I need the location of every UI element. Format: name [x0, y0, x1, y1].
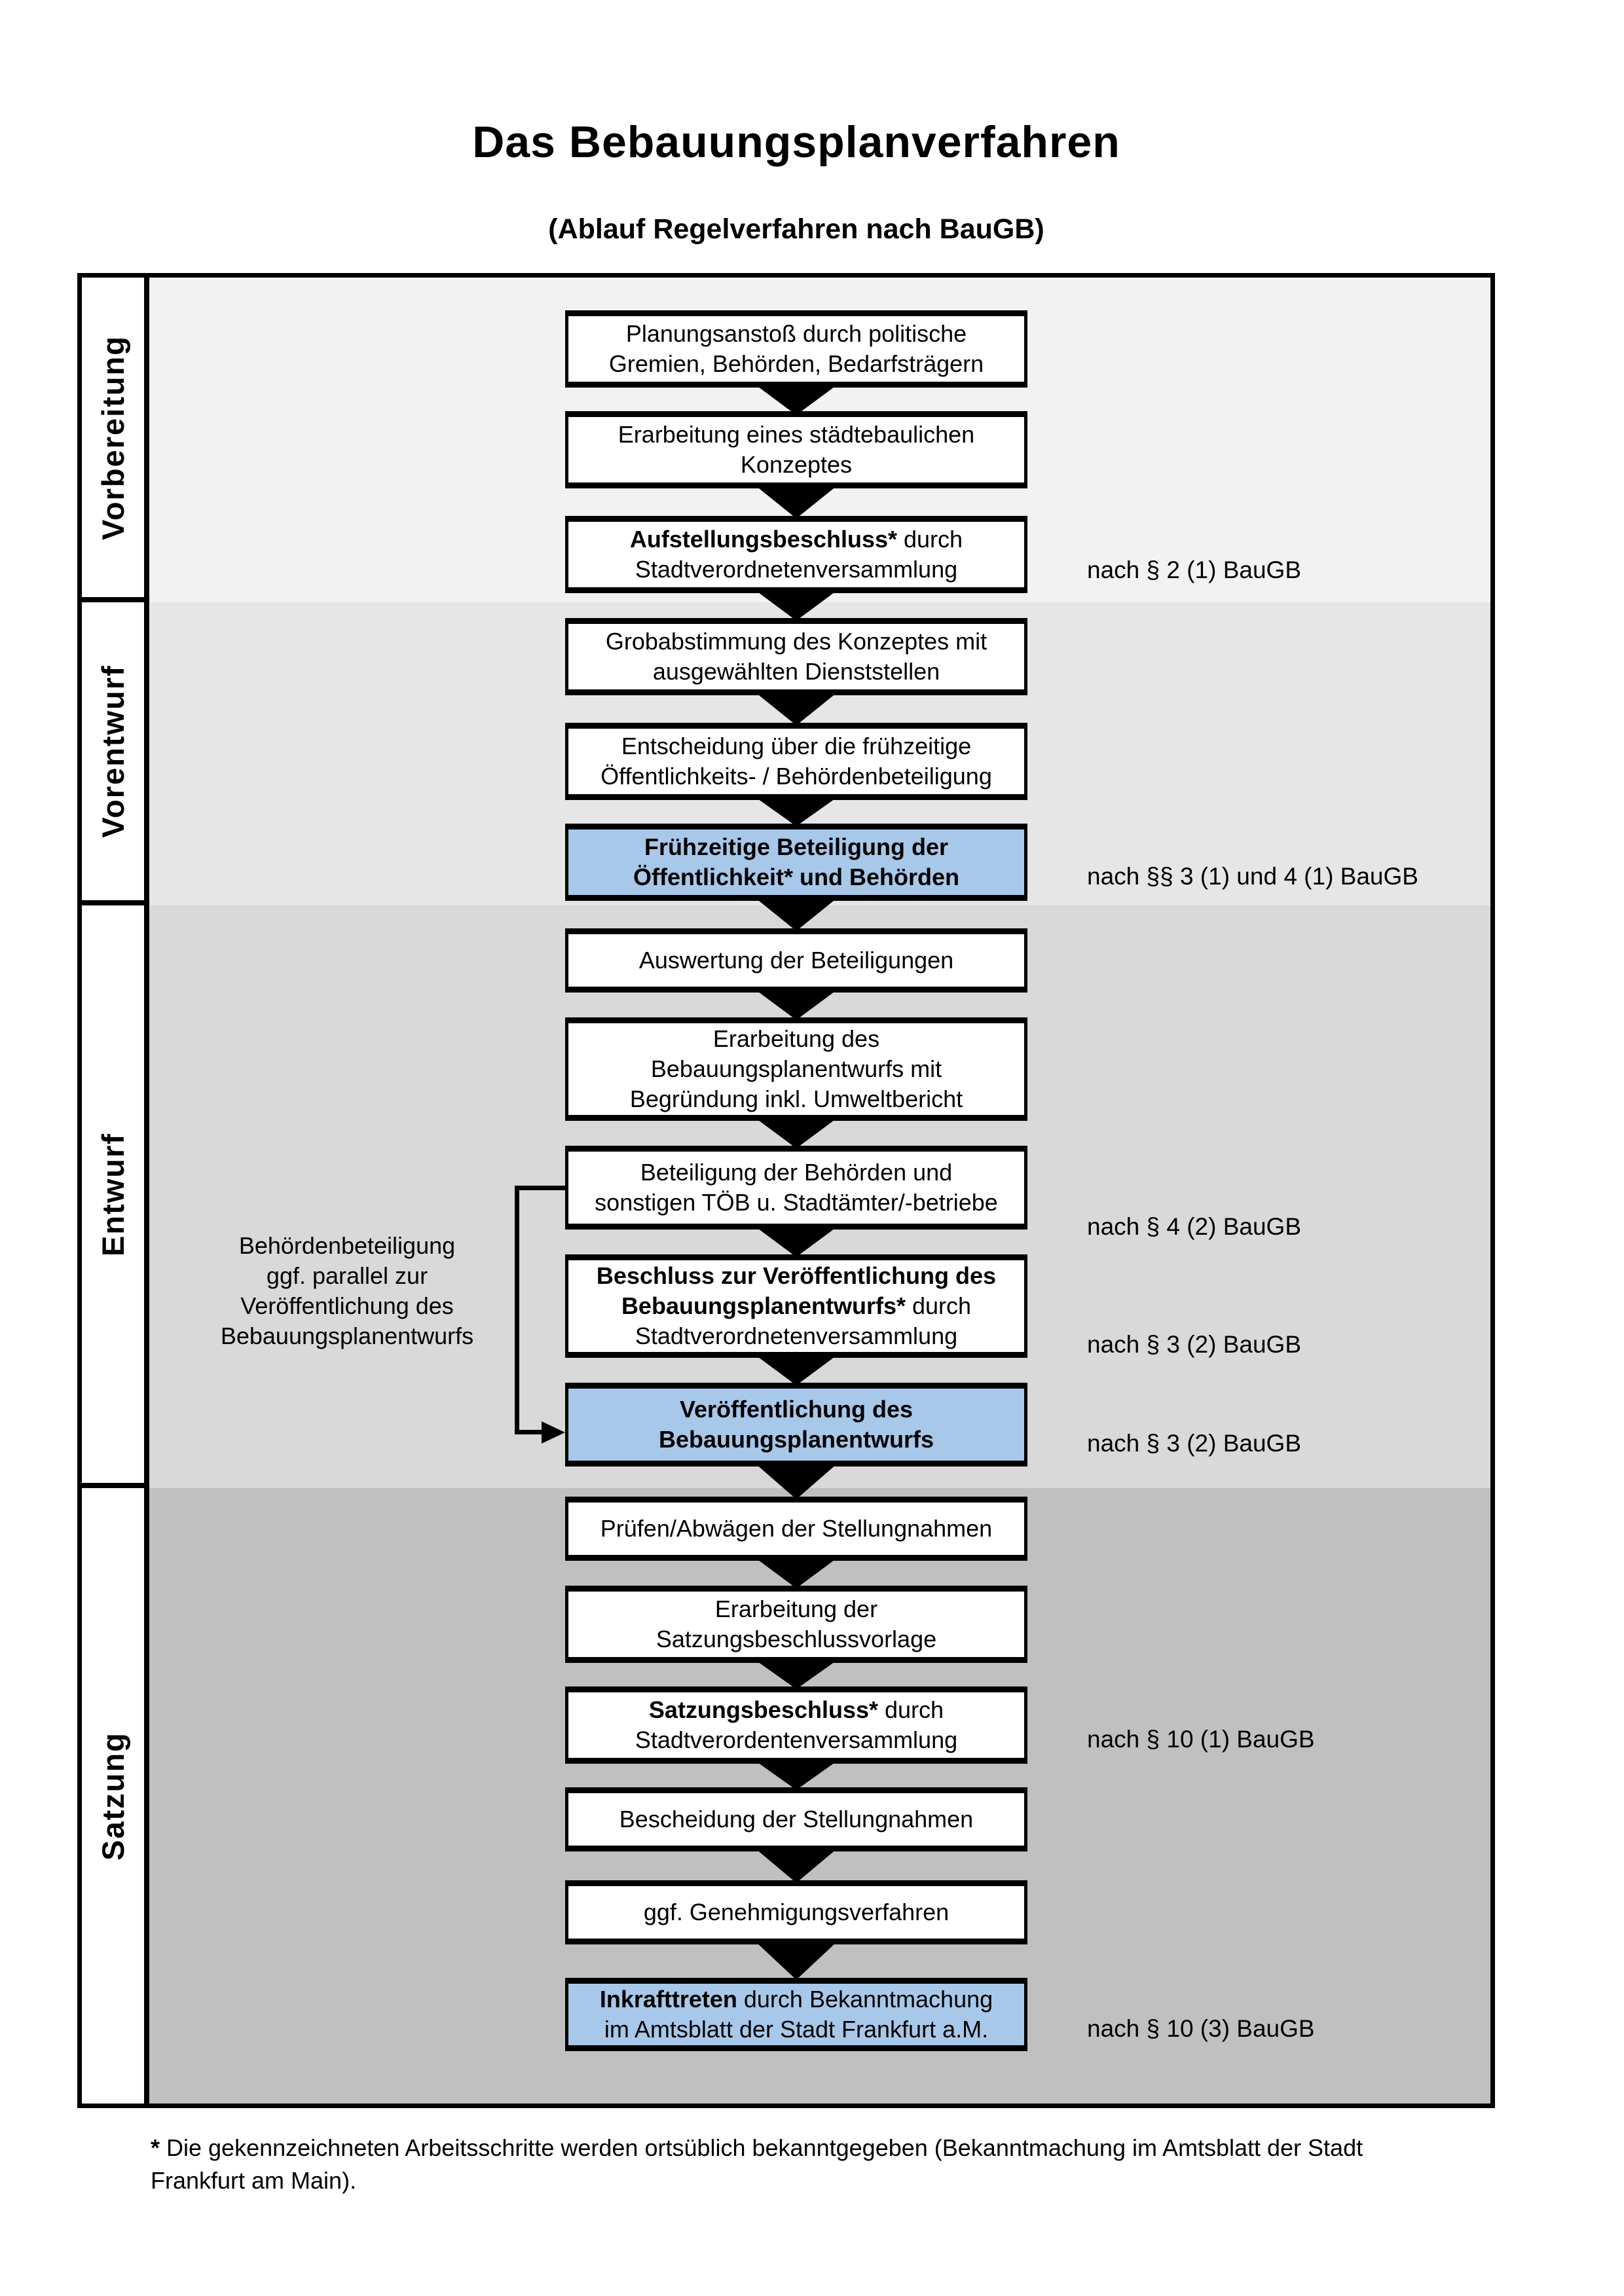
connector-line-vertical — [515, 1186, 519, 1434]
flow-box-entscheidung-beteiligung: Entscheidung über die frühzeitige Öffent… — [565, 723, 1027, 800]
connector-arrowhead-right-icon — [542, 1421, 565, 1444]
phase-label-entwurf: Entwurf — [96, 1132, 131, 1256]
flow-arrow-down — [756, 1849, 837, 1883]
flow-arrow-down — [756, 1761, 837, 1790]
phase-label-satzung: Satzung — [96, 1731, 130, 1861]
phase-cell-vorentwurf: Vorentwurf — [82, 602, 149, 905]
flow-box-satzungsbeschluss: Satzungsbeschluss* durch Stadtverordente… — [565, 1686, 1027, 1764]
flow-box-konzept-erarbeitung: Erarbeitung eines städtebaulichen Konzep… — [565, 411, 1027, 488]
legal-ref-aufstellungsbeschluss: nach § 2 (1) BauGB — [1087, 556, 1302, 583]
flow-box-behoerdenbeteiligung: Beteiligung der Behörden und sonstigen T… — [565, 1146, 1027, 1230]
flow-arrow-down — [756, 1558, 837, 1588]
flow-box-entwurf-erarbeitung: Erarbeitung des Bebauungsplanentwurfs mi… — [565, 1017, 1027, 1121]
page-subtitle: (Ablauf Regelverfahren nach BauGB) — [548, 213, 1044, 245]
flow-box-grobabstimmung: Grobabstimmung des Konzeptes mit ausgewä… — [565, 618, 1027, 695]
phase-label-vorentwurf: Vorentwurf — [96, 665, 131, 838]
connector-line-horizontal-bottom — [515, 1430, 544, 1434]
footnote: * Die gekennzeichneten Arbeitsschritte w… — [151, 2134, 1363, 2194]
flow-arrow-down — [756, 1942, 837, 1980]
flow-arrow-down — [756, 1355, 837, 1385]
flow-arrow-down — [756, 797, 837, 826]
flow-box-veroeffentlichung: Veröffentlichung des Bebauungsplanentwur… — [565, 1383, 1027, 1467]
connector-line-horizontal-top — [515, 1186, 565, 1190]
legal-ref-inkrafttreten: nach § 10 (3) BauGB — [1087, 2015, 1315, 2042]
legal-ref-veroeffentlichungsbeschluss: nach § 3 (2) BauGB — [1087, 1331, 1302, 1358]
legal-ref-behoerdenbeteiligung: nach § 4 (2) BauGB — [1087, 1213, 1302, 1240]
flow-arrow-down — [756, 591, 837, 621]
flow-box-bescheidung: Bescheidung der Stellungnahmen — [565, 1787, 1027, 1851]
flow-box-aufstellungsbeschluss: Aufstellungsbeschluss* durch Stadtverord… — [565, 516, 1027, 593]
phase-cell-satzung: Satzung — [82, 1488, 149, 2104]
flow-arrow-down — [756, 1464, 837, 1499]
side-note-parallel-participation: Behördenbeteiligung ggf. parallel zur Ve… — [220, 1232, 474, 1349]
flow-box-fruehzeitige-beteiligung: Frühzeitige Beteiligung der Öffentlichke… — [565, 824, 1027, 901]
flow-arrow-down — [756, 385, 837, 415]
flow-arrow-down — [756, 486, 837, 519]
flow-arrow-down — [756, 693, 837, 725]
legal-ref-veroeffentlichung: nach § 3 (2) BauGB — [1087, 1430, 1302, 1457]
flow-box-inkrafttreten: Inkrafttreten durch Bekanntmachung im Am… — [565, 1978, 1027, 2051]
flow-arrow-down — [756, 1660, 837, 1689]
flow-box-pruefen-abwaegen: Prüfen/Abwägen der Stellungnahmen — [565, 1497, 1027, 1561]
flow-arrow-down — [756, 1118, 837, 1148]
flow-box-auswertung: Auswertung der Beteiligungen — [565, 928, 1027, 993]
footnote-asterisk: * — [151, 2134, 160, 2161]
diagram-frame — [77, 273, 1495, 2108]
flow-box-beschlussvorlage: Erarbeitung der Satzungsbeschlussvorlage — [565, 1586, 1027, 1663]
legal-ref-fruehzeitige-beteiligung: nach §§ 3 (1) und 4 (1) BauGB — [1087, 863, 1418, 890]
legal-ref-satzungsbeschluss: nach § 10 (1) BauGB — [1087, 1726, 1315, 1753]
flow-arrow-down — [756, 898, 837, 931]
flow-box-planungsanstoss: Planungsanstoß durch politische Gremien,… — [565, 310, 1027, 388]
flow-box-veroeffentlichungsbeschluss: Beschluss zur Veröffentlichung des Bebau… — [565, 1254, 1027, 1358]
flow-box-genehmigungsverfahren: ggf. Genehmigungsverfahren — [565, 1880, 1027, 1944]
phase-label-vorbereitung: Vorbereitung — [96, 335, 131, 540]
phase-cell-vorbereitung: Vorbereitung — [82, 278, 149, 602]
page-title: Das Bebauungsplanverfahren — [472, 117, 1120, 167]
flow-arrow-down — [756, 990, 837, 1020]
phase-cell-entwurf: Entwurf — [82, 905, 149, 1488]
flow-arrow-down — [756, 1227, 837, 1257]
